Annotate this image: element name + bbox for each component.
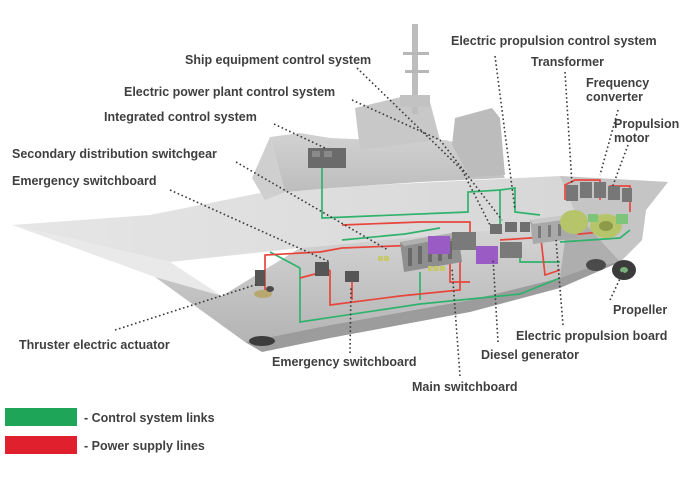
label-main-switchboard: Main switchboard: [412, 380, 518, 394]
leader-lines: [114, 55, 629, 377]
label-secondary-distribution-switchgear: Secondary distribution switchgear: [12, 147, 217, 161]
propeller-unit: [586, 259, 636, 280]
legend-swatch-power: [5, 436, 77, 454]
label-transformer: Transformer: [531, 55, 604, 69]
label-propulsion-motor-line1: Propulsion: [614, 117, 679, 131]
propulsion-motor-units: [560, 210, 628, 238]
small-equipment: [254, 256, 445, 298]
label-electric-propulsion-control-system: Electric propulsion control system: [451, 34, 657, 48]
label-thruster-electric-actuator: Thruster electric actuator: [19, 338, 170, 352]
ship-hull: [12, 176, 668, 352]
transformer-and-converter-units: [566, 182, 632, 202]
label-frequency-converter-line2: converter: [586, 90, 643, 104]
label-diesel-generator: Diesel generator: [481, 348, 579, 362]
label-emergency-switchboard-top: Emergency switchboard: [12, 174, 157, 188]
superstructure: [252, 24, 505, 200]
label-propulsion-motor-line2: motor: [614, 131, 650, 145]
label-propeller: Propeller: [613, 303, 667, 317]
legend-swatch-control: [5, 408, 77, 426]
label-ship-equipment-control-system: Ship equipment control system: [185, 53, 371, 67]
label-integrated-control-system: Integrated control system: [104, 110, 257, 124]
label-emergency-switchboard-bottom: Emergency switchboard: [272, 355, 417, 369]
legend-label-control: - Control system links: [84, 411, 215, 425]
diesel-generator-units: [428, 232, 522, 264]
legend: - Control system links - Power supply li…: [5, 408, 215, 454]
label-electric-power-plant-control-system: Electric power plant control system: [124, 85, 335, 99]
label-electric-propulsion-board: Electric propulsion board: [516, 329, 667, 343]
integrated-control-system-unit: [308, 148, 346, 168]
propulsion-control-boxes: [490, 222, 530, 234]
label-frequency-converter-line1: Frequency: [586, 76, 649, 90]
legend-label-power: - Power supply lines: [84, 439, 205, 453]
